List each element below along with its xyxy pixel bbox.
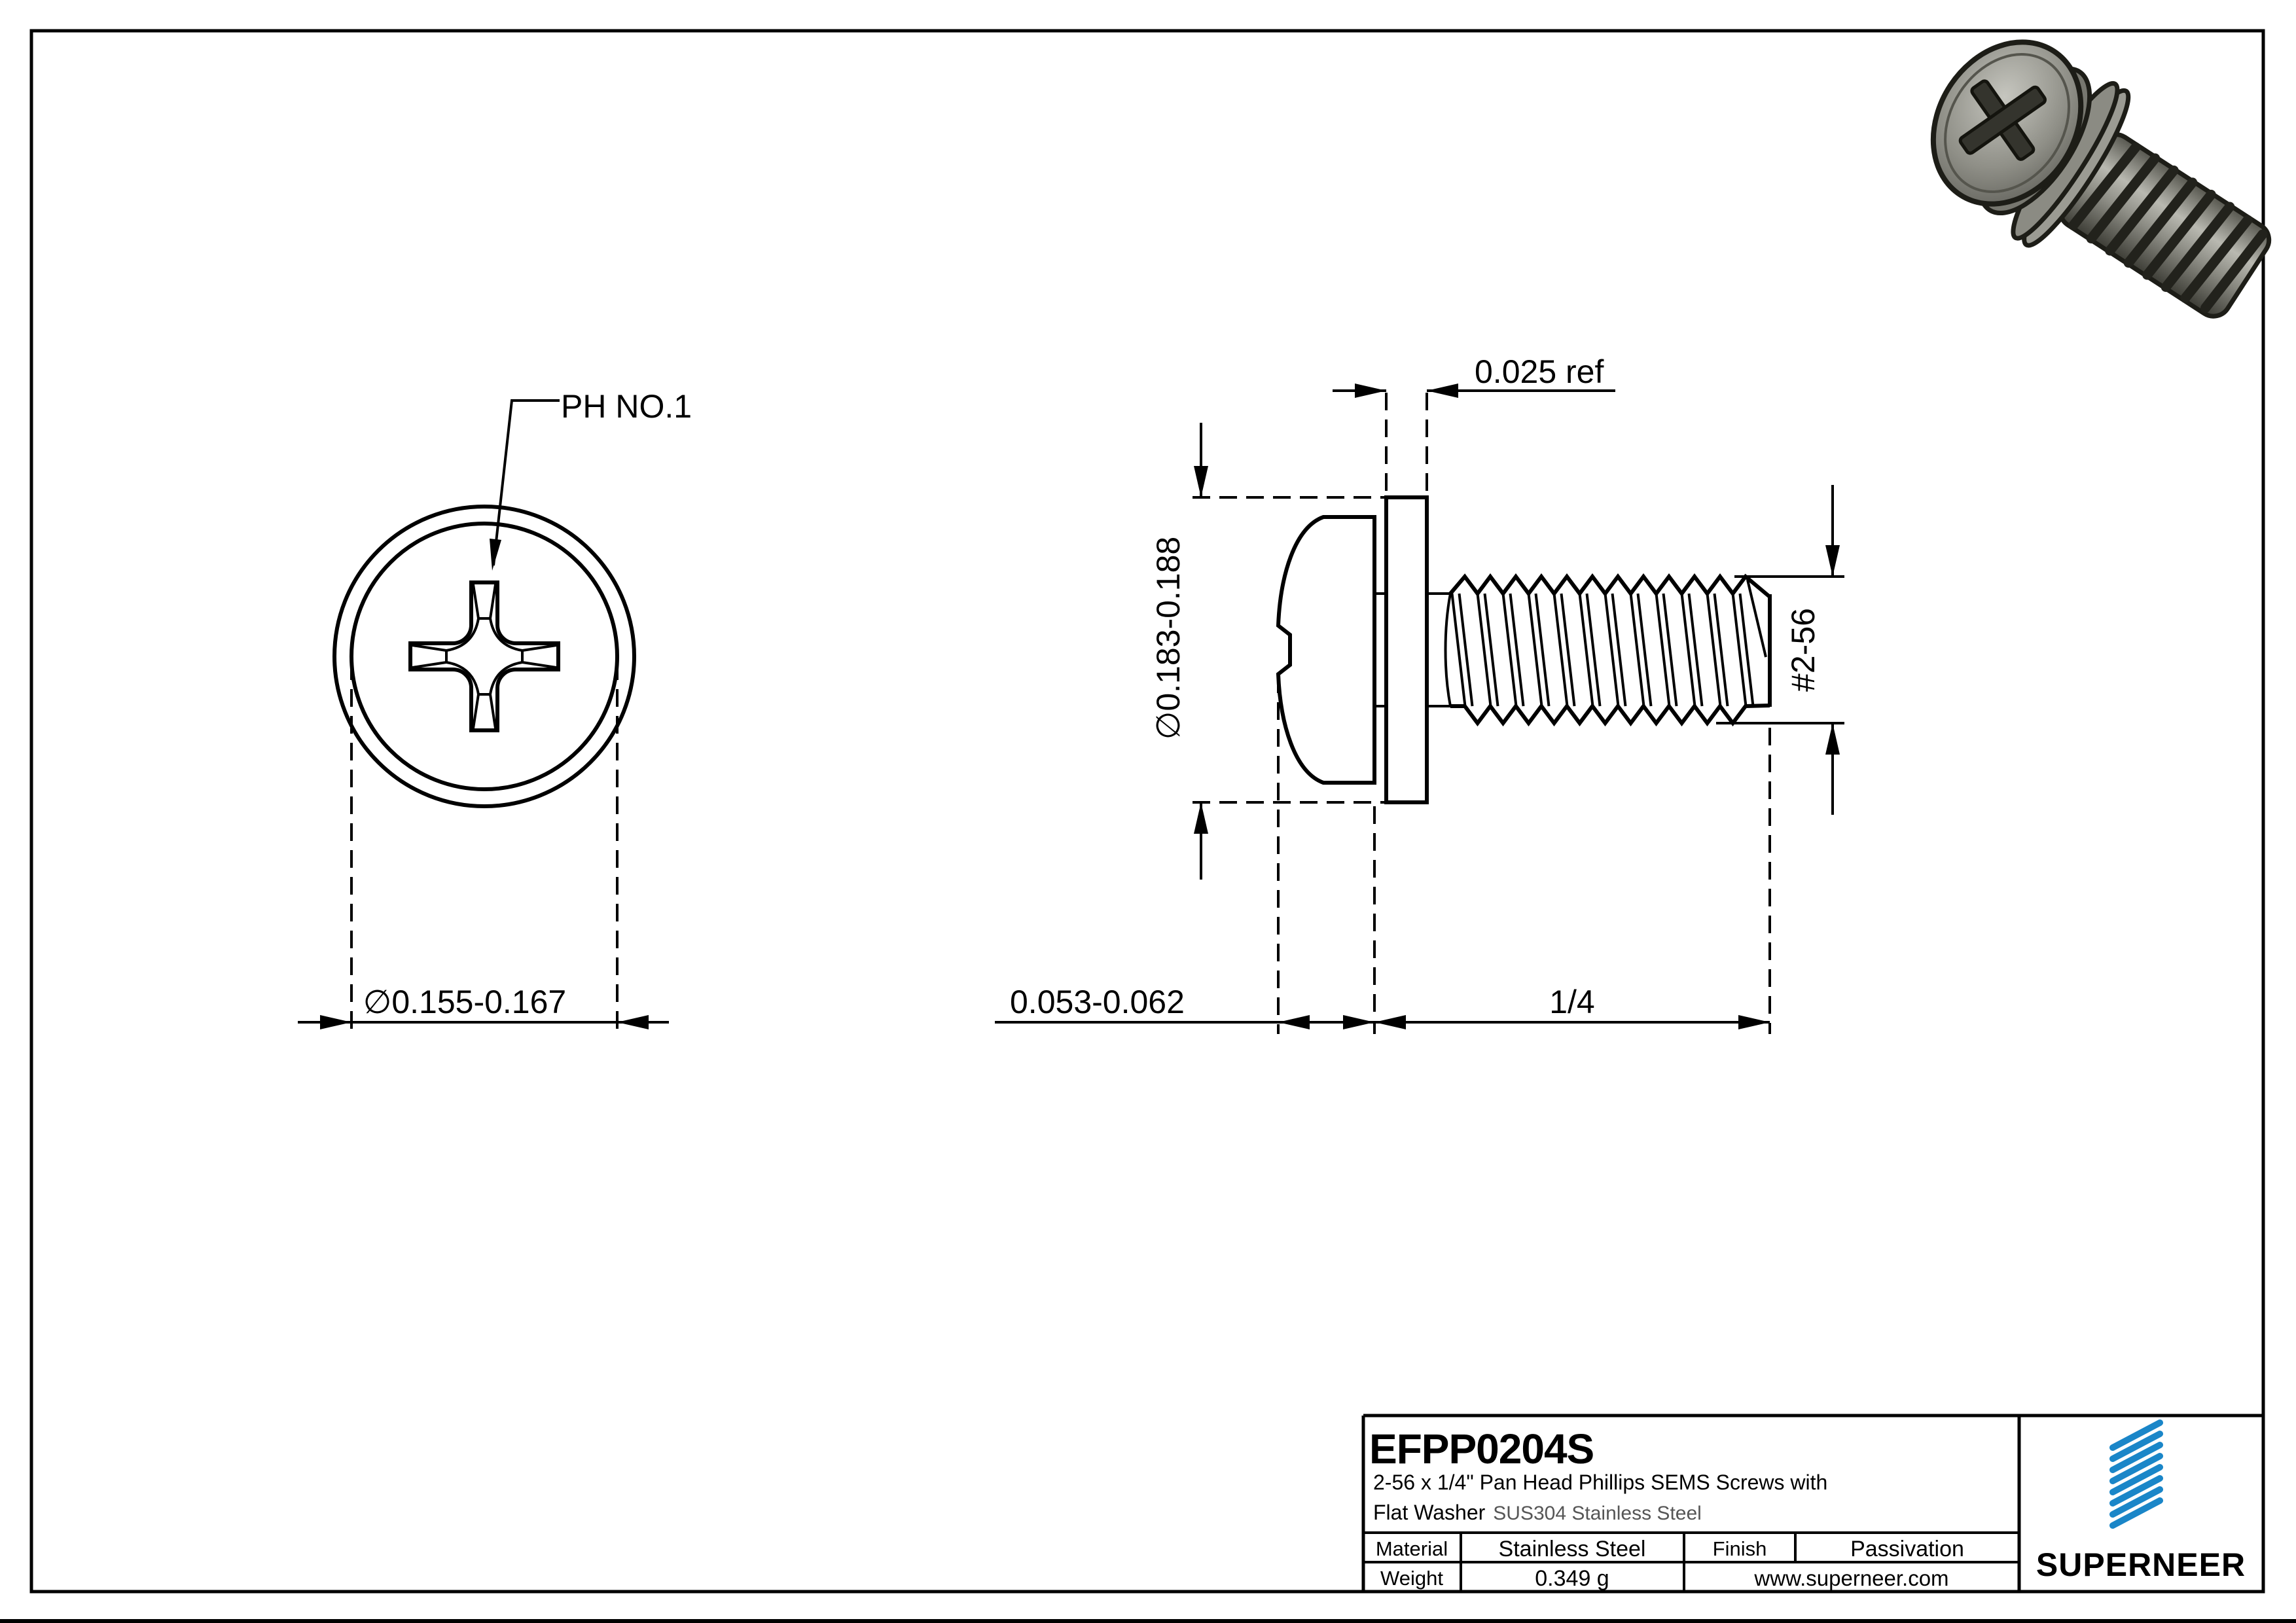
washer-od-dimension: ∅0.183-0.188 <box>1150 423 1385 880</box>
dim-washer-od: ∅0.183-0.188 <box>1150 537 1187 740</box>
front-view-dimension: ∅0.155-0.167 <box>298 662 669 1035</box>
screw-3d-render <box>1930 39 2272 319</box>
thread-start-curve <box>1444 593 1452 707</box>
front-view: PH NO.1 ∅0.155-0.167 <box>298 388 692 1035</box>
dim-head-dia: ∅0.155-0.167 <box>363 984 566 1020</box>
ph-label: PH NO.1 <box>561 388 692 425</box>
render-phillips-recess <box>1958 79 2047 161</box>
description-line1: 2-56 x 1/4" Pan Head Phillips SEMS Screw… <box>1373 1471 1827 1494</box>
head-profile <box>1276 515 1376 785</box>
brand-name: SUPERNEER <box>2036 1546 2246 1583</box>
material-label: Material <box>1376 1537 1448 1560</box>
head-outline-circle <box>350 522 619 791</box>
title-block: EFPP0204S 2-56 x 1/4" Pan Head Phillips … <box>1361 1414 2263 1592</box>
dim-thread-length: 1/4 <box>1549 984 1595 1020</box>
washer-outline-circle <box>332 505 636 808</box>
superneer-logo-icon <box>2109 1419 2163 1529</box>
superneer-logo: SUPERNEER <box>2036 1419 2246 1583</box>
length-dimensions: 0.053-0.062 1/4 <box>995 675 1771 1034</box>
description-line2: Flat Washer SUS304 Stainless Steel <box>1373 1501 1702 1524</box>
description-line2-main: Flat Washer <box>1373 1501 1486 1524</box>
phillips-cross-outline <box>408 580 560 732</box>
material-value: Stainless Steel <box>1499 1537 1646 1561</box>
washer-thickness-dimension: 0.025 ref <box>1333 353 1615 492</box>
sheet-bottom-edge <box>0 1619 2296 1623</box>
website-link[interactable]: www.superneer.com <box>1753 1566 1948 1590</box>
weight-label: Weight <box>1380 1567 1443 1590</box>
shank-lines <box>1374 592 1450 707</box>
phillips-cross-inner-detail <box>412 584 557 729</box>
finish-value: Passivation <box>1850 1537 1964 1561</box>
page-border <box>29 29 2265 1594</box>
render-thread-stripes <box>2068 142 2268 313</box>
thread-runout-line <box>1746 579 1767 658</box>
washer-profile <box>1384 495 1429 804</box>
title-block-table-lines <box>1363 1531 2019 1592</box>
part-number: EFPP0204S <box>1369 1425 1594 1472</box>
thread-profile <box>1448 573 1771 726</box>
description-line2-suffix: SUS304 Stainless Steel <box>1493 1503 1702 1524</box>
dim-washer-thickness: 0.025 ref <box>1475 353 1604 390</box>
dim-head-height: 0.053-0.062 <box>1010 984 1185 1020</box>
thread-size-dimension: #2-56 <box>1716 485 1844 815</box>
side-view: 0.025 ref ∅0.183-0.188 #2-56 <box>995 353 1844 1034</box>
ph-leader <box>490 399 560 571</box>
weight-value: 0.349 g <box>1535 1566 1609 1591</box>
render-head-ring <box>1944 53 2071 193</box>
finish-label: Finish <box>1713 1537 1767 1560</box>
dim-thread-size: #2-56 <box>1785 608 1821 692</box>
